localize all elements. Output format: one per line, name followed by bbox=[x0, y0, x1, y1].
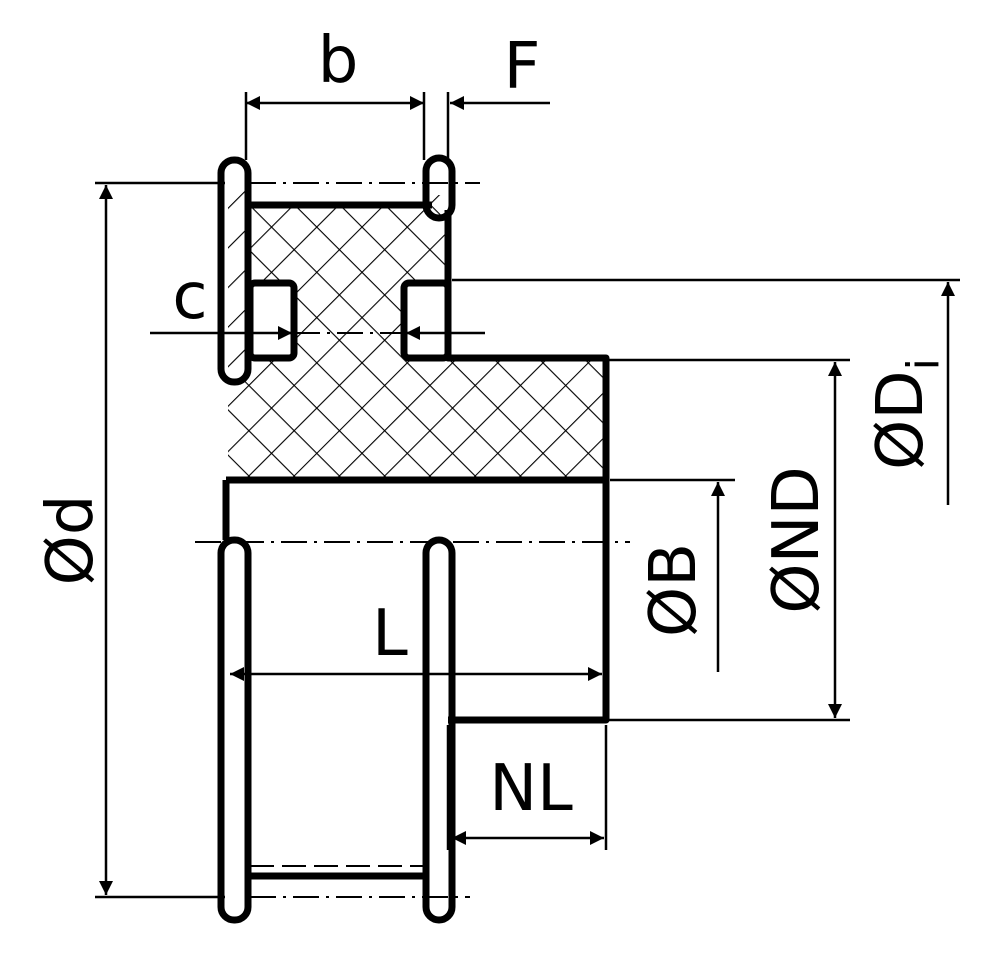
groove-right bbox=[404, 283, 448, 358]
groove-left-outline bbox=[246, 279, 298, 362]
label-Di-subscript: i bbox=[898, 358, 949, 370]
groove-right-outline bbox=[400, 279, 452, 362]
label-F: F bbox=[504, 30, 541, 104]
reference-lines bbox=[195, 182, 630, 898]
label-b: b bbox=[318, 24, 359, 98]
label-L: L bbox=[372, 597, 408, 671]
flange-left-top bbox=[217, 156, 252, 386]
section-hatching bbox=[228, 185, 606, 480]
hub-body-section bbox=[228, 195, 606, 480]
bore-outline bbox=[222, 480, 610, 724]
label-c: c bbox=[172, 260, 207, 334]
label-Di-main: ØD bbox=[864, 370, 938, 470]
label-ND: ØND bbox=[760, 466, 834, 614]
flange-right-top bbox=[422, 154, 456, 222]
groove-left bbox=[250, 283, 294, 358]
label-d: Ød bbox=[34, 495, 108, 586]
label-Di: ØDi bbox=[864, 358, 949, 470]
label-NL: NL bbox=[489, 752, 573, 826]
dimension-lines bbox=[99, 96, 955, 895]
label-B: ØB bbox=[637, 543, 711, 637]
flange-right-bottom bbox=[422, 536, 456, 924]
flange-left-section bbox=[228, 185, 248, 380]
flange-left-bottom bbox=[217, 536, 252, 924]
dimension-labels: b F c L NL Ød ØB ØND ØDi bbox=[34, 24, 949, 826]
